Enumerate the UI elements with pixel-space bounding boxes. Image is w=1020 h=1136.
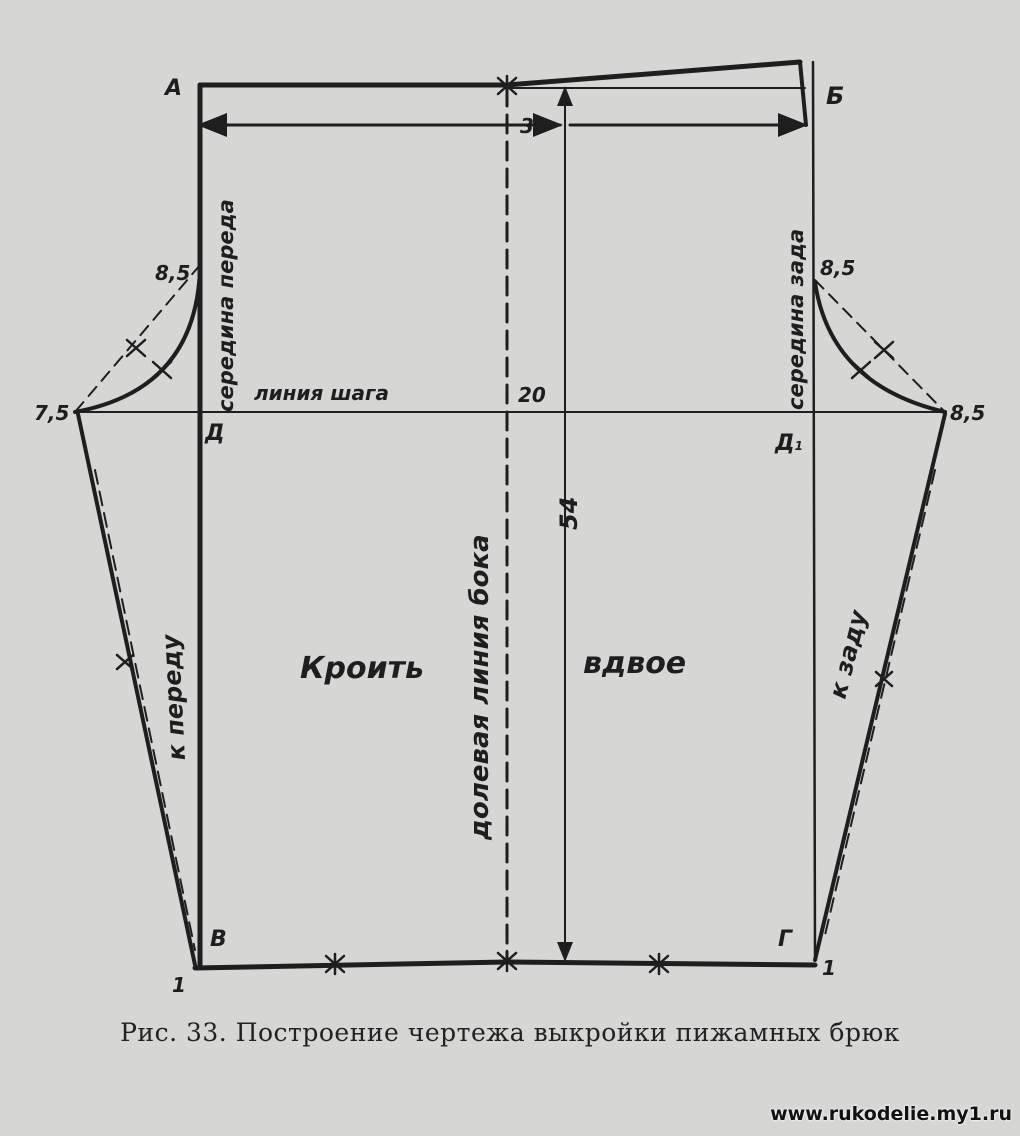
point-b: Б bbox=[826, 82, 844, 110]
point-1-left: 1 bbox=[172, 973, 186, 997]
point-1-right: 1 bbox=[822, 956, 836, 980]
back-inseam bbox=[813, 412, 947, 962]
point-v: В bbox=[210, 927, 227, 952]
figure-caption: Рис. 33. Построение чертежа выкройки пиж… bbox=[120, 1018, 900, 1047]
point-a: А bbox=[163, 76, 182, 101]
crotch-line-label: линия шага bbox=[254, 381, 389, 405]
watermark: www.rukodelie.my1.ru bbox=[770, 1103, 1012, 1125]
right-side-line bbox=[798, 60, 808, 127]
crotch-mid-measure: 20 bbox=[518, 383, 546, 407]
double-label: вдвое bbox=[583, 646, 686, 681]
left-crotch-measure: 7,5 bbox=[34, 401, 69, 425]
cut-label: Кроить bbox=[300, 651, 424, 686]
left-top-measure: 8,5 bbox=[155, 261, 190, 285]
right-crotch-measure: 8,5 bbox=[950, 401, 985, 425]
length-measure: 54 bbox=[555, 497, 583, 530]
front-center-label: середина переда bbox=[214, 199, 238, 412]
point-d: Д bbox=[204, 421, 225, 446]
front-inseam bbox=[76, 412, 197, 967]
waist-measure: 38 bbox=[520, 114, 548, 138]
grain-line-label: долевая линия бока bbox=[465, 534, 495, 841]
to-back-label: к заду bbox=[824, 606, 873, 701]
back-center-line bbox=[811, 60, 817, 962]
point-g: Г bbox=[778, 927, 793, 952]
notch-marks bbox=[115, 74, 895, 976]
point-d1: Д1 bbox=[774, 431, 803, 456]
front-crotch-guide bbox=[74, 264, 201, 413]
back-center-label: середина зада bbox=[784, 229, 808, 410]
right-top-measure: 8,5 bbox=[820, 256, 855, 280]
to-front-label: к переду bbox=[156, 633, 191, 762]
waist-line bbox=[197, 59, 803, 88]
